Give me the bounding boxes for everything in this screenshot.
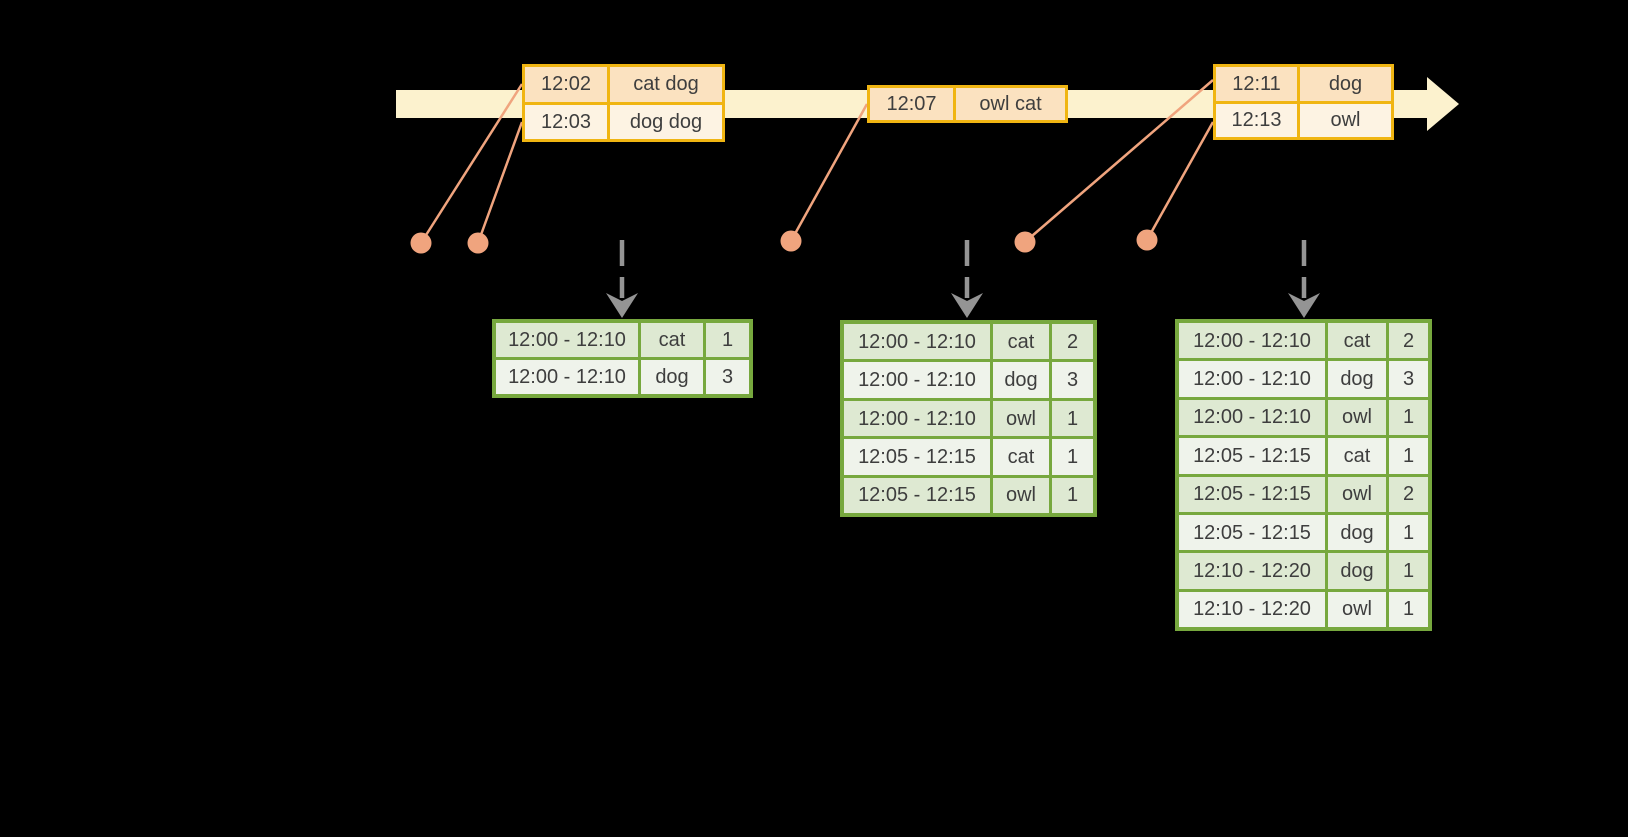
table-cell: owl xyxy=(1328,591,1386,627)
trigger-arrows xyxy=(619,240,1307,298)
table-cell: 1 xyxy=(1052,400,1093,437)
table-cell: 12:00 - 12:10 xyxy=(844,400,990,437)
table-cell: owl xyxy=(1328,399,1386,436)
event-dot xyxy=(1014,231,1036,253)
table-cell: 1 xyxy=(1389,553,1428,589)
table-cell: 1 xyxy=(1389,591,1428,627)
table-cell: 12:05 - 12:15 xyxy=(1179,514,1325,551)
table-cell: 12:00 - 12:10 xyxy=(844,324,990,360)
table-cell: 12:05 - 12:15 xyxy=(1179,476,1325,512)
event-line xyxy=(1024,79,1214,243)
table-cell: owl xyxy=(1328,476,1386,512)
table-cell: 12:03 xyxy=(525,104,607,139)
event-dot xyxy=(467,232,489,254)
timeline-arrowhead-icon xyxy=(1427,77,1459,131)
table-cell: 12:00 - 12:10 xyxy=(1179,399,1325,436)
table-cell: dog xyxy=(1328,361,1386,397)
table-cell: cat xyxy=(641,323,703,357)
table-cell: owl xyxy=(993,400,1049,437)
table-cell: 12:13 xyxy=(1216,103,1297,137)
table-cell: 12:11 xyxy=(1216,67,1297,101)
trigger-arrowhead-icon xyxy=(1288,293,1320,318)
table-cell: cat xyxy=(1328,438,1386,474)
table-cell: cat xyxy=(993,439,1049,475)
table-cell: dog dog xyxy=(610,104,722,139)
table-cell: 1 xyxy=(1389,514,1428,551)
table-cell: 1 xyxy=(1389,438,1428,474)
table-cell: 12:00 - 12:10 xyxy=(496,323,638,357)
table-cell: 12:00 - 12:10 xyxy=(496,360,638,394)
trigger-arrowheads xyxy=(606,293,1320,318)
event-line xyxy=(1145,121,1215,241)
table-cell: dog xyxy=(1328,553,1386,589)
event-line xyxy=(476,121,524,244)
table-cell: cat xyxy=(993,324,1049,360)
table-cell: cat dog xyxy=(610,67,722,102)
table-cell: dog xyxy=(1328,514,1386,551)
table-cell: dog xyxy=(641,360,703,394)
event-dots xyxy=(410,229,1158,254)
table-cell: 1 xyxy=(1052,477,1093,514)
event-line xyxy=(789,103,869,242)
table-cell: 12:02 xyxy=(525,67,607,102)
table-cell: 2 xyxy=(1389,323,1428,359)
table-cell: 12:05 - 12:15 xyxy=(844,477,990,514)
table-cell: 2 xyxy=(1389,476,1428,512)
table-cell: 3 xyxy=(1389,361,1428,397)
trigger-arrowhead-icon xyxy=(951,293,983,318)
table-cell: 12:00 - 12:10 xyxy=(844,362,990,398)
table-cell: 1 xyxy=(1389,399,1428,436)
table-cell: 1 xyxy=(706,323,749,357)
table-cell: 12:05 - 12:15 xyxy=(1179,438,1325,474)
event-dot xyxy=(1136,229,1158,251)
table-cell: owl xyxy=(993,477,1049,514)
table-cell: cat xyxy=(1328,323,1386,359)
table-cell: 12:10 - 12:20 xyxy=(1179,553,1325,589)
event-dot xyxy=(780,230,802,252)
event-leader-lines xyxy=(419,79,1215,244)
trigger-arrowhead-icon xyxy=(606,293,638,318)
event-line xyxy=(419,83,524,244)
table-cell: dog xyxy=(1300,67,1391,101)
event-dot xyxy=(410,232,432,254)
table-cell: 2 xyxy=(1052,324,1093,360)
table-cell: 1 xyxy=(1052,439,1093,475)
table-cell: owl xyxy=(1300,103,1391,137)
table-cell: 3 xyxy=(1052,362,1093,398)
table-cell: dog xyxy=(993,362,1049,398)
table-cell: 12:07 xyxy=(870,88,953,120)
table-cell: 12:05 - 12:15 xyxy=(844,439,990,475)
table-cell: 3 xyxy=(706,360,749,394)
table-cell: 12:00 - 12:10 xyxy=(1179,323,1325,359)
table-cell: 12:00 - 12:10 xyxy=(1179,361,1325,397)
table-cell: owl cat xyxy=(956,88,1065,120)
table-cell: 12:10 - 12:20 xyxy=(1179,591,1325,627)
